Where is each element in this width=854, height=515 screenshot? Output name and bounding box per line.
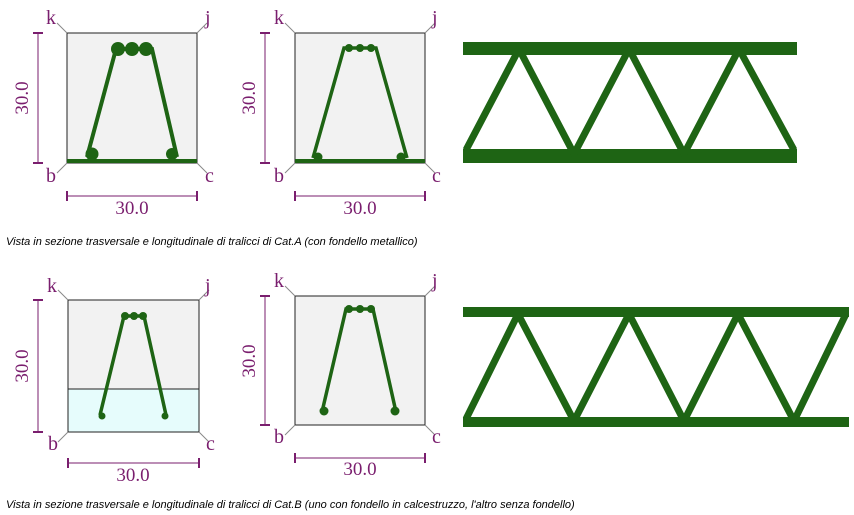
corner-label-c: c: [432, 426, 441, 448]
top-bar: [356, 305, 364, 313]
bottom-bar: [98, 412, 106, 420]
bottom-chord: [463, 149, 797, 163]
height-dimension-label: 30.0: [12, 81, 33, 114]
corner-label-j: j: [204, 7, 211, 29]
section-a-cross-1: k j b c 30.0 30.0: [12, 7, 214, 219]
section-b-cross-2: k j b c 30.0 30.0: [239, 270, 441, 480]
concrete-base-plate: [68, 389, 199, 432]
section-a-longitudinal-truss: [462, 42, 798, 163]
top-bar: [130, 312, 138, 320]
bottom-bar: [85, 147, 99, 161]
corner-label-k: k: [47, 275, 57, 297]
height-dimension-label: 30.0: [239, 81, 260, 114]
corner-label-k: k: [274, 270, 284, 292]
top-bar: [345, 305, 353, 313]
section-a-caption: Vista in sezione trasversale e longitudi…: [6, 236, 418, 248]
corner-label-k: k: [46, 7, 56, 29]
top-bar: [121, 312, 129, 320]
top-bar: [111, 42, 125, 56]
top-bar: [139, 42, 153, 56]
corner-label-b: b: [274, 165, 284, 187]
corner-label-b: b: [274, 426, 284, 448]
corner-label-j: j: [431, 7, 438, 29]
bottom-bar: [390, 406, 400, 416]
corner-label-k: k: [274, 7, 284, 29]
corner-label-c: c: [432, 165, 441, 187]
diagonal-web: [462, 45, 798, 158]
top-bar: [367, 305, 375, 313]
top-bar: [345, 44, 353, 52]
top-bar: [367, 44, 375, 52]
bottom-bar: [166, 148, 178, 160]
width-dimension-label: 30.0: [115, 198, 148, 219]
bottom-chord: [463, 417, 849, 427]
corner-label-b: b: [46, 165, 56, 187]
top-bar: [356, 44, 364, 52]
width-dimension-label: 30.0: [116, 465, 149, 486]
bottom-bar: [396, 152, 406, 162]
bottom-bar: [161, 412, 169, 420]
top-bar: [125, 42, 139, 56]
top-bar: [139, 312, 147, 320]
bottom-bar: [313, 152, 323, 162]
bottom-bar: [319, 406, 329, 416]
section-b-cross-1: k j b c 30.0 30.0: [12, 275, 215, 486]
width-dimension-label: 30.0: [343, 198, 376, 219]
corner-label-c: c: [206, 433, 215, 455]
top-chord: [463, 307, 849, 317]
section-b-longitudinal-truss: [462, 307, 850, 427]
diagonal-web: [462, 310, 850, 425]
corner-label-j: j: [204, 275, 211, 297]
section-b-caption: Vista in sezione trasversale e longitudi…: [6, 499, 575, 511]
corner-label-b: b: [48, 433, 58, 455]
width-dimension-label: 30.0: [343, 459, 376, 480]
corner-label-j: j: [431, 270, 438, 292]
height-dimension-label: 30.0: [12, 349, 33, 382]
corner-label-c: c: [205, 165, 214, 187]
height-dimension-label: 30.0: [239, 344, 260, 377]
section-a-cross-2: k j b c 30.0 30.0: [239, 7, 441, 219]
